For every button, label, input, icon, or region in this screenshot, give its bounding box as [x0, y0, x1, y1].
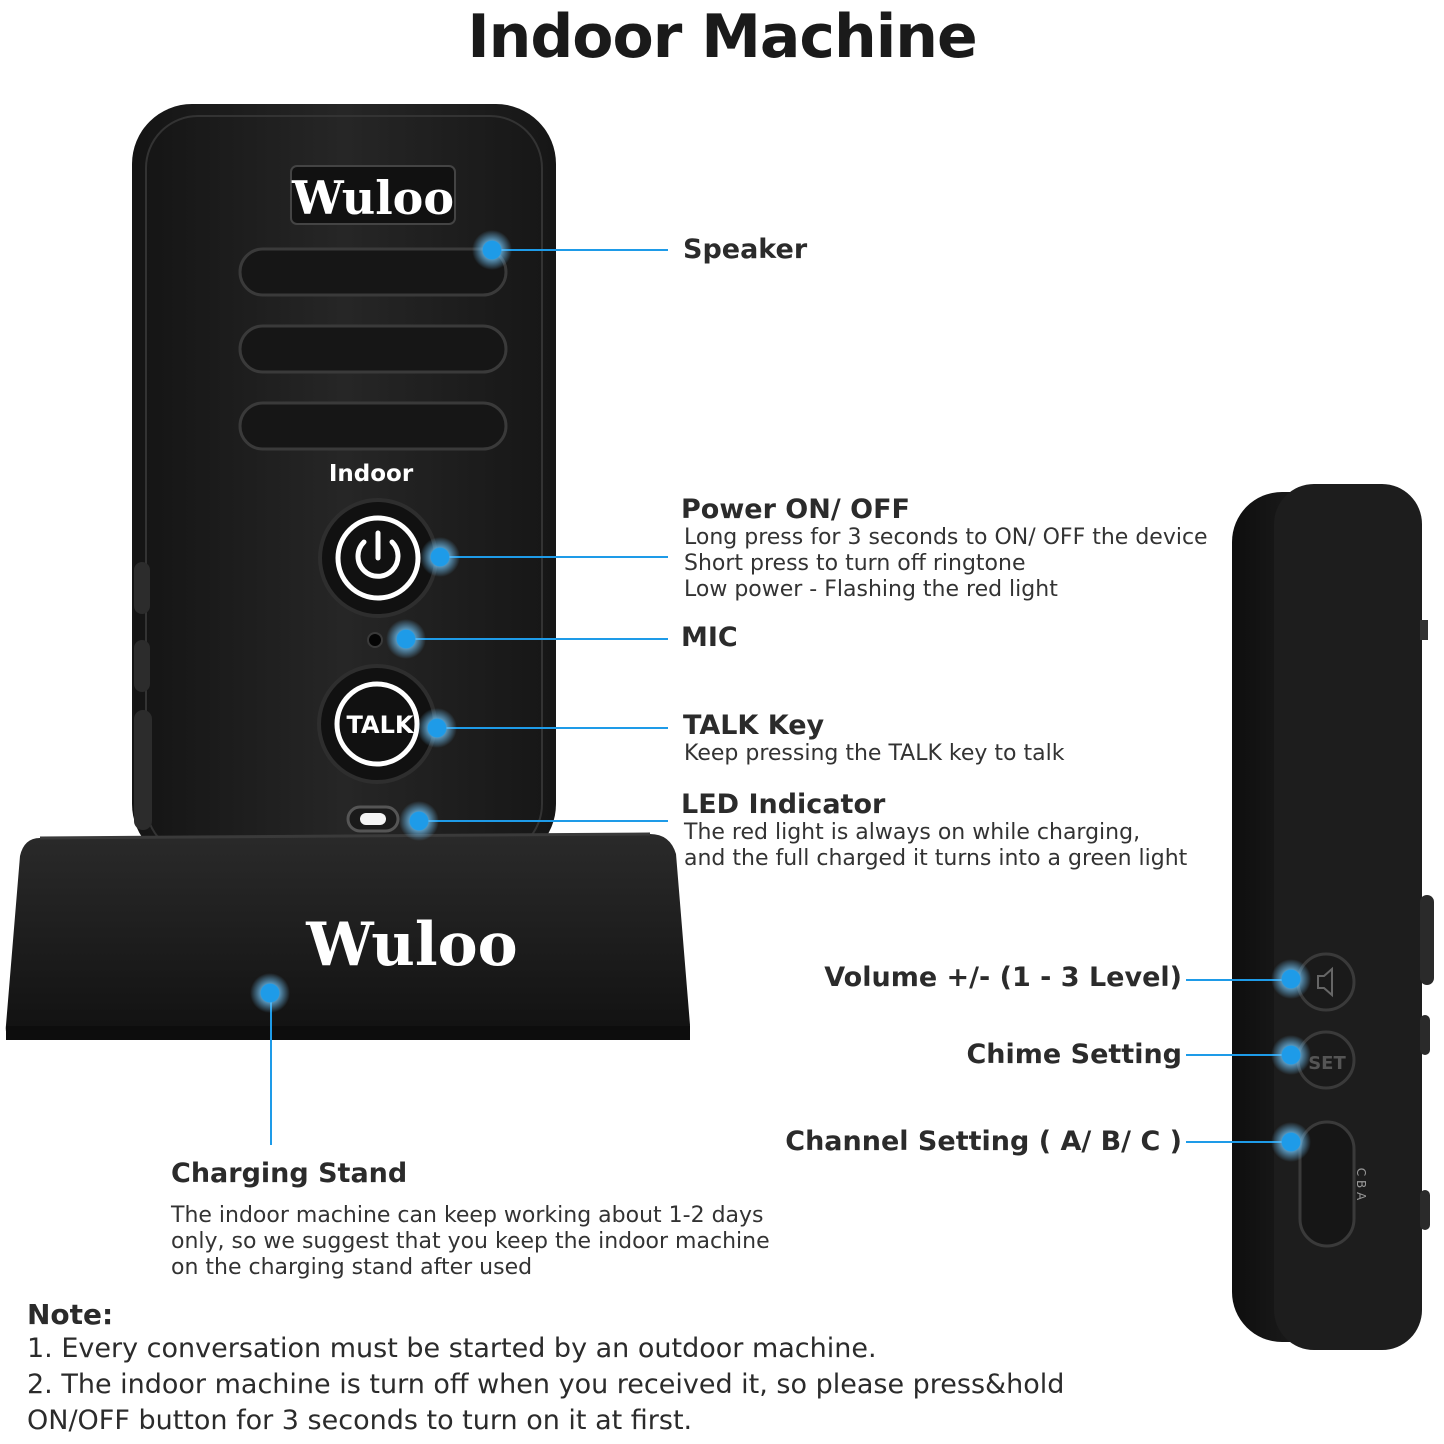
- brand-logo-stand: Wuloo: [305, 910, 517, 980]
- callout-dot: [1271, 959, 1311, 999]
- callout-dot: [1271, 1122, 1311, 1162]
- stand-desc-line: on the charging stand after used: [171, 1255, 533, 1280]
- callout-dot: [386, 619, 426, 659]
- volume-button[interactable]: [1296, 952, 1356, 1012]
- stand-callout: Charging Stand The indoor machine can ke…: [171, 1158, 770, 1281]
- note-line: 2. The indoor machine is turn off when y…: [27, 1369, 1065, 1400]
- talk-button-label: TALK: [347, 711, 415, 739]
- power-callout: Power ON/ OFF Long press for 3 seconds t…: [681, 494, 1208, 603]
- speaker-grille: [238, 401, 508, 451]
- talk-label: TALK Key: [683, 710, 825, 741]
- chime-label: Chime Setting: [966, 1039, 1182, 1070]
- led-desc-line: and the full charged it turns into a gre…: [684, 846, 1188, 871]
- speaker-label: Speaker: [683, 234, 808, 265]
- mic-label: MIC: [681, 622, 738, 653]
- talk-description: Keep pressing the TALK key to talk: [684, 741, 1064, 767]
- brand-plate: [290, 165, 456, 225]
- channel-letters: C B A: [1354, 1168, 1368, 1201]
- led-label: LED Indicator: [681, 789, 886, 820]
- charging-stand: [5, 832, 690, 1040]
- channel-switch[interactable]: [1298, 1120, 1356, 1248]
- callout-dot: [1271, 1035, 1311, 1075]
- stand-desc-line: The indoor machine can keep working abou…: [171, 1203, 764, 1228]
- callout-dot: [417, 708, 457, 748]
- callout-dot: [399, 801, 439, 841]
- power-desc-line: Long press for 3 seconds to ON/ OFF the …: [684, 525, 1208, 550]
- led-desc-line: The red light is always on while chargin…: [684, 820, 1141, 845]
- channel-label: Channel Setting ( A/ B/ C ): [785, 1126, 1182, 1157]
- power-description: Long press for 3 seconds to ON/ OFF the …: [684, 525, 1208, 603]
- note-line: 1. Every conversation must be started by…: [27, 1333, 877, 1364]
- set-button-label: SET: [1308, 1053, 1346, 1074]
- speaker-grille: [238, 247, 508, 297]
- talk-desc-line: Keep pressing the TALK key to talk: [684, 741, 1065, 766]
- brand-logo-top: Wuloo: [291, 171, 454, 225]
- talk-callout: TALK Key Keep pressing the TALK key to t…: [683, 710, 1064, 767]
- indoor-unit-front: [132, 104, 556, 864]
- page-title: Indoor Machine: [467, 2, 977, 72]
- power-desc-line: Short press to turn off ringtone: [684, 551, 1026, 576]
- mic-hole: [367, 632, 383, 648]
- power-label: Power ON/ OFF: [681, 494, 910, 525]
- note-title: Note:: [27, 1298, 114, 1331]
- speaker-grille: [238, 324, 508, 374]
- callout-dots: [250, 230, 1311, 1162]
- callout-dot: [420, 537, 460, 577]
- power-desc-line: Low power - Flashing the red light: [684, 577, 1058, 602]
- talk-button[interactable]: [317, 664, 437, 784]
- speaker-icon: [1317, 966, 1333, 998]
- indoor-label: Indoor: [329, 461, 414, 487]
- stand-label: Charging Stand: [171, 1158, 408, 1189]
- indoor-unit-side: [1232, 484, 1434, 1350]
- callout-dot: [472, 230, 512, 270]
- stand-description: The indoor machine can keep working abou…: [171, 1203, 770, 1281]
- led-callout: LED Indicator The red light is always on…: [681, 789, 1187, 872]
- stand-desc-line: only, so we suggest that you keep the in…: [171, 1229, 770, 1254]
- power-icon: [355, 539, 401, 579]
- callout-dot: [250, 973, 290, 1013]
- note-line: ON/OFF button for 3 seconds to turn on i…: [27, 1405, 693, 1436]
- note-section: Note: 1. Every conversation must be star…: [27, 1298, 1064, 1439]
- led-description: The red light is always on while chargin…: [684, 820, 1187, 872]
- volume-label: Volume +/- (1 - 3 Level): [824, 962, 1182, 993]
- power-button[interactable]: [318, 498, 438, 618]
